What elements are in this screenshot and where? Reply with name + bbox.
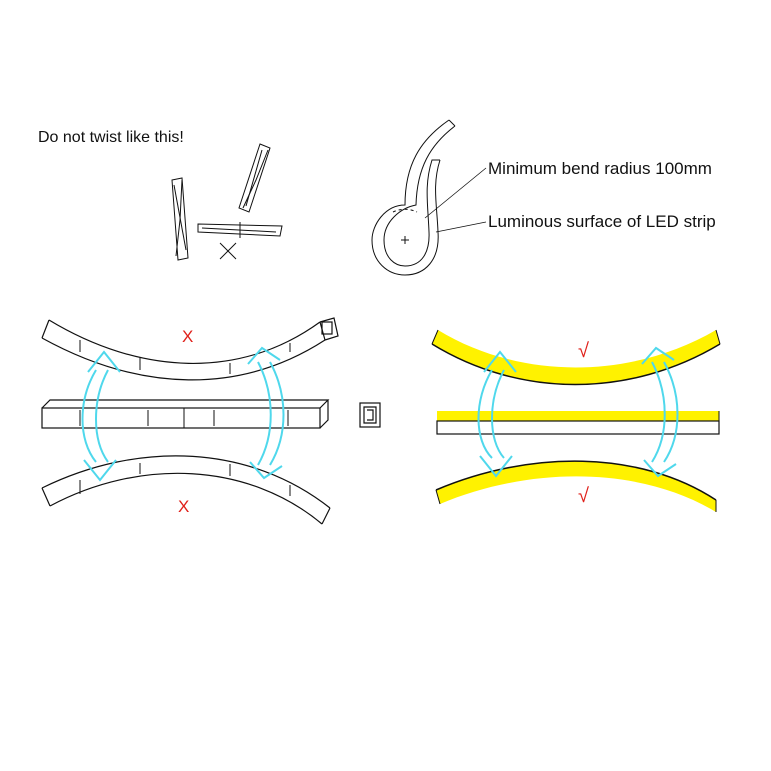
wrong-mark-bottom: X [178, 497, 189, 516]
profile-bent-up-bottom [41, 455, 331, 525]
cross-mark-icon [219, 242, 237, 260]
profile-end-cap-icon [359, 402, 381, 428]
led-strip-bent-up-bottom [435, 460, 717, 512]
correct-bend-panel: √ √ [431, 329, 721, 512]
correct-mark-top: √ [578, 340, 589, 362]
bent-strip-loop [371, 119, 456, 276]
twist-warning-panel: Do not twist like this! [38, 129, 283, 261]
profile-bent-down-top [41, 317, 339, 381]
led-strip-straight [436, 411, 720, 435]
straight-profile-left [41, 399, 330, 429]
bend-arrows-left [81, 346, 285, 482]
twisted-strip-diagonal [238, 143, 271, 213]
wrong-mark-top: X [182, 327, 193, 346]
bend-radius-label: Minimum bend radius 100mm [488, 159, 712, 178]
leader-lines [424, 167, 487, 233]
luminous-surface-label: Luminous surface of LED strip [488, 212, 716, 231]
correct-mark-bottom: √ [578, 485, 589, 507]
bend-radius-panel: Minimum bend radius 100mm Luminous surfa… [371, 119, 716, 276]
bend-arrows-right [477, 346, 679, 478]
twisted-strip-horizontal [197, 222, 283, 238]
led-strip-bent-down-top [431, 329, 721, 386]
wrong-bend-panel: X X [41, 317, 381, 525]
twist-warning-text: Do not twist like this! [38, 129, 184, 146]
twisted-strip-vertical [171, 177, 189, 261]
